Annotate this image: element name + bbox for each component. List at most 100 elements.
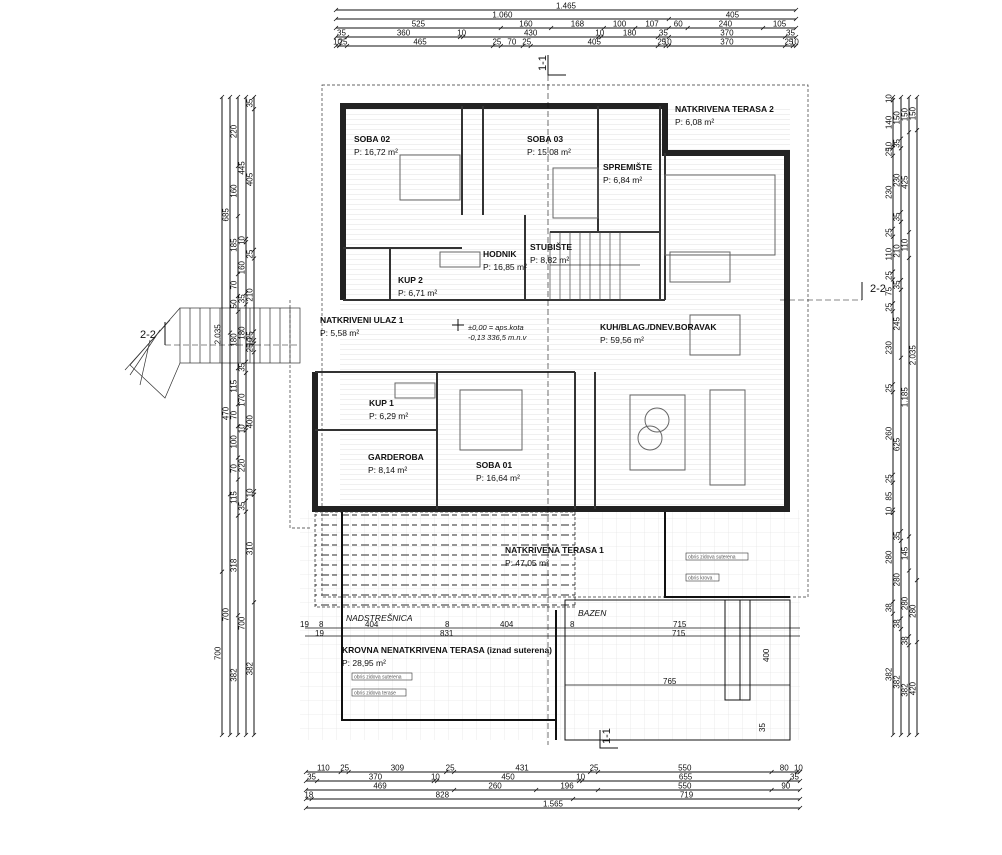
room-area: P: 6,08 m² xyxy=(675,117,714,127)
dimension-tick xyxy=(890,510,896,516)
dimension-tick xyxy=(251,329,257,334)
dim-label: 35 xyxy=(758,723,767,732)
room-area: P: 8,14 m² xyxy=(368,465,407,475)
dimension-tick xyxy=(533,787,539,793)
dimension-label: 35 xyxy=(893,212,902,221)
dimension-label: 382 xyxy=(246,661,255,675)
dimension-tick xyxy=(666,34,672,40)
dimension-tick xyxy=(655,43,661,49)
dim-label: 400 xyxy=(762,648,771,662)
dimension-tick xyxy=(243,370,249,376)
dim-label: 8 xyxy=(445,620,450,629)
dimension-tick xyxy=(906,255,912,261)
dimension-tick xyxy=(906,94,912,100)
dimension-tick xyxy=(457,34,463,40)
dimension-label: 38 xyxy=(885,603,894,612)
dimension-label: 35 xyxy=(659,29,668,38)
dimension-tick xyxy=(906,129,912,135)
dimension-label: 25 xyxy=(784,38,793,47)
dimension-label: 550 xyxy=(678,782,692,791)
dimension-tick xyxy=(890,308,896,314)
dimension-tick xyxy=(520,43,526,49)
dimension-tick xyxy=(890,97,896,103)
dimension-tick xyxy=(243,509,249,514)
dimension-tick xyxy=(898,136,904,141)
dimension-label: 318 xyxy=(230,558,239,572)
dimension-tick xyxy=(219,732,225,738)
dimension-tick xyxy=(890,507,896,512)
room-name: HODNIK xyxy=(483,249,517,259)
dimension-label: 50 xyxy=(230,299,239,308)
dimension-label: 25 xyxy=(246,249,255,258)
roof-outline xyxy=(321,84,809,598)
dimension-label: 196 xyxy=(560,782,574,791)
dimension-tick xyxy=(666,25,672,31)
room-name: STUBIŠTE xyxy=(530,241,572,252)
dimension-label: 719 xyxy=(680,791,694,800)
dimension-label: 70 xyxy=(507,38,516,47)
dimension-label: 405 xyxy=(726,11,740,20)
dimension-label: 25 xyxy=(657,38,666,47)
pool xyxy=(564,599,791,741)
bed-soba-03 xyxy=(552,167,599,219)
room-area: P: 8,82 m² xyxy=(530,255,569,265)
dimension-tick xyxy=(227,94,233,100)
dimension-label: 38 xyxy=(901,636,910,645)
dimension-label: 280 xyxy=(893,572,902,586)
dimension-tick xyxy=(344,43,350,49)
dimension-label: 60 xyxy=(674,20,683,29)
dimension-tick xyxy=(333,25,339,31)
note-outline-roof: obris krova xyxy=(688,576,713,582)
dimension-tick xyxy=(243,239,249,245)
dimension-label: 10 xyxy=(885,94,894,103)
dimension-label: 245 xyxy=(893,317,902,331)
dimension-label: 230 xyxy=(885,341,894,355)
dimension-tick xyxy=(235,94,241,100)
entrance-outline xyxy=(289,300,312,529)
dimension-tick xyxy=(914,577,920,583)
room-area: P: 47,05 m² xyxy=(505,558,549,568)
dimension-tick xyxy=(898,355,904,361)
dimension-tick xyxy=(251,256,257,261)
room-name: KROVNA NENATKRIVENA TERASA (iznad sutere… xyxy=(342,645,552,655)
dimension-tick xyxy=(666,16,672,22)
dimension-label: 1.465 xyxy=(556,2,577,11)
dimension-tick xyxy=(906,229,912,235)
dimension-label: 35 xyxy=(238,362,247,371)
dimension-tick xyxy=(890,472,896,478)
dimension-label: 10 xyxy=(246,337,255,346)
dimension-tick xyxy=(333,7,339,13)
dimension-label: 220 xyxy=(230,124,239,138)
dimension-tick xyxy=(251,492,257,497)
dimension-tick xyxy=(243,732,249,738)
dimension-tick xyxy=(243,94,249,100)
dimension-label: 550 xyxy=(678,764,692,773)
dimension-label: 382 xyxy=(893,675,902,689)
canopy-label: NADSTREŠNICA xyxy=(346,613,413,623)
dimension-tick xyxy=(344,34,350,40)
dimension-tick xyxy=(898,146,904,151)
dimension-tick xyxy=(235,455,241,460)
dimension-label: 35 xyxy=(893,531,902,540)
dimension-label: 700 xyxy=(238,616,247,630)
dimension-label: 10 xyxy=(333,38,342,47)
dimension-label: 525 xyxy=(412,20,426,29)
dimension-label: 10 xyxy=(790,38,799,47)
dimension-label: 25 xyxy=(492,38,501,47)
dimension-label: 160 xyxy=(519,20,533,29)
staircase xyxy=(549,231,661,301)
dimension-label: 431 xyxy=(515,764,529,773)
dimension-tick xyxy=(794,769,800,775)
dimension-tick xyxy=(251,732,257,738)
dimension-tick xyxy=(579,778,585,784)
dimension-tick xyxy=(243,236,249,242)
room-area: P: 28,95 m² xyxy=(342,658,386,668)
section-markers xyxy=(164,55,863,749)
dimension-tick xyxy=(632,25,638,31)
dimension-tick xyxy=(601,25,607,31)
sink-kup1 xyxy=(394,382,436,399)
dimension-tick xyxy=(782,43,788,49)
furniture xyxy=(394,154,776,486)
dimension-tick xyxy=(336,43,342,49)
